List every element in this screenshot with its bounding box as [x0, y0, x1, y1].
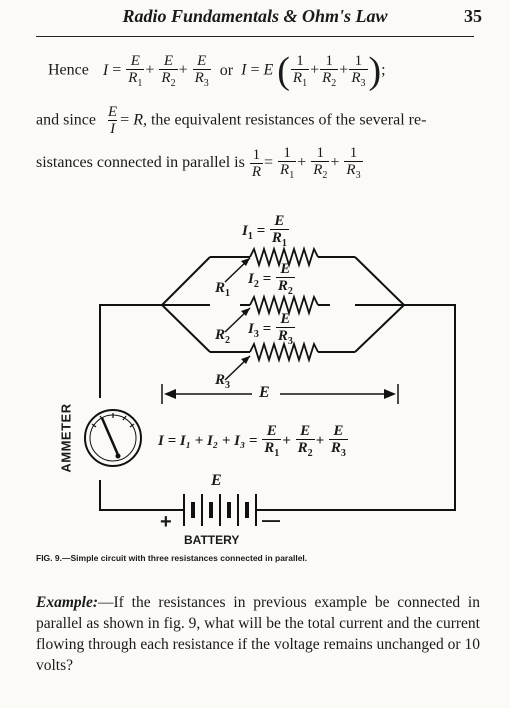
- battery-label: BATTERY: [184, 533, 240, 547]
- and-since-text: and since: [36, 111, 96, 129]
- example-label: Example:: [36, 594, 98, 611]
- ammeter-dial: [84, 409, 142, 467]
- hence-word: Hence: [48, 61, 89, 79]
- outer-wire-bottom-left: [99, 480, 178, 511]
- outer-wire-top-left: [99, 304, 162, 398]
- resistor-r3: [249, 340, 319, 364]
- example-text: —If the resistances in previous example …: [36, 594, 480, 674]
- label-r2: R2: [215, 327, 231, 346]
- outer-wire-top-right: [265, 304, 456, 511]
- page-number: 35: [464, 6, 482, 26]
- battery-voltage-label: E: [211, 472, 222, 489]
- label-r3: R3: [215, 372, 231, 391]
- header-rule: [36, 36, 474, 37]
- resistor-r1: [249, 245, 319, 269]
- battery-minus-sign: —: [262, 510, 280, 530]
- ammeter-needle: [100, 417, 120, 456]
- resistor-r2: [249, 293, 319, 317]
- battery-plus-sign: +: [160, 511, 172, 533]
- ammeter-label: AMMETER: [58, 403, 74, 473]
- or-word: or: [219, 61, 234, 79]
- example-paragraph: Example:—If the resistances in previous …: [36, 592, 480, 676]
- running-header-title: Radio Fundamentals & Ohm's Law: [122, 6, 388, 26]
- line2-rest: the equivalent resistances of the severa…: [150, 111, 427, 129]
- figure-caption: FIG. 9.—Simple circuit with three resist…: [36, 553, 308, 563]
- line3-text: sistances connected in parallel is: [36, 154, 245, 172]
- semicolon: ;: [381, 61, 386, 79]
- label-r1: R1: [215, 280, 231, 299]
- label-e-voltage: E: [259, 384, 270, 401]
